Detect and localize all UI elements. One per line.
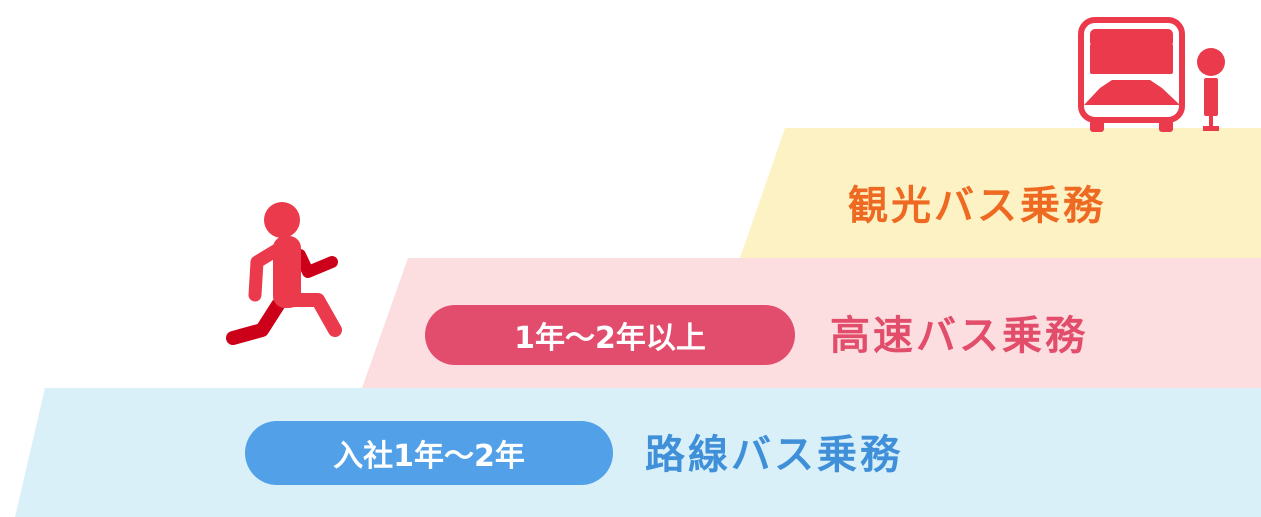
bus-front-icon (1078, 17, 1185, 132)
bus-stop-icon (1197, 48, 1225, 131)
tier-title-tourist-bus: 観光バス乗務 (848, 183, 1106, 229)
tier-title-highway-bus: 高速バス乗務 (830, 313, 1088, 359)
period-badge-highway: 1年～2年以上 (425, 305, 795, 365)
period-badge-route: 入社1年～2年 (245, 421, 613, 485)
tier-band-route (15, 388, 1261, 517)
tier-title-route-bus: 路線バス乗務 (645, 432, 903, 478)
running-person-icon (226, 202, 342, 345)
tier-band-tourist (740, 128, 1261, 258)
